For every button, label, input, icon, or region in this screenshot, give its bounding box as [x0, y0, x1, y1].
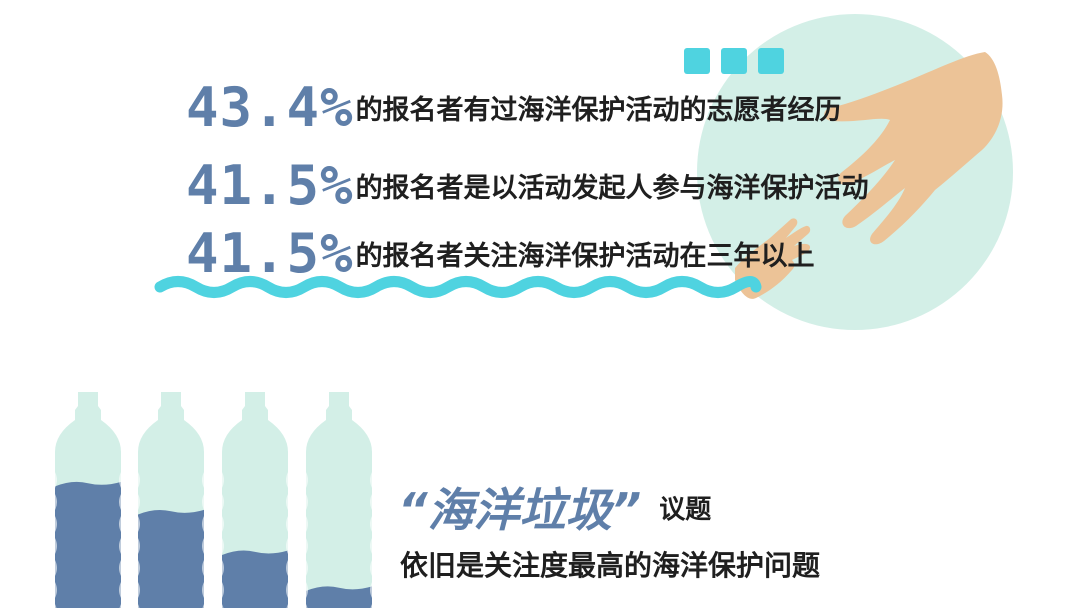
wave-decoration — [154, 276, 762, 298]
bottle-rib — [306, 538, 308, 554]
bottle-rib — [370, 472, 372, 488]
stat-text: 的报名者是以活动发起人参与海洋保护活动 — [355, 173, 869, 204]
bottle-rib — [202, 604, 204, 608]
bottle-icon — [138, 392, 204, 608]
stat-text: 的报名者有过海洋保护活动的志愿者经历 — [355, 95, 842, 126]
bottle-rib — [55, 494, 57, 510]
bottle-rib — [202, 494, 204, 510]
bottle-rib — [119, 494, 121, 510]
bottle-rib — [286, 604, 288, 608]
stat-row-3: 41.5%的报名者关注海洋保护活动在三年以上 — [186, 222, 815, 285]
bottle-rib — [222, 472, 224, 488]
bottle-icon — [55, 392, 121, 608]
highlight-suffix: 议题 — [659, 494, 712, 525]
bottle-icon — [306, 392, 372, 608]
bottle-rib — [138, 538, 140, 554]
stat-percent: 41.5% — [186, 154, 354, 217]
highlight-title-line: “海洋垃圾” 议题 — [398, 474, 711, 540]
bottle-body — [306, 392, 372, 608]
bottle-rib — [202, 582, 204, 598]
bottle-rib — [370, 516, 372, 532]
bottle-rib — [55, 560, 57, 576]
bottle-rib — [55, 582, 57, 598]
stat-row-1: 43.4%的报名者有过海洋保护活动的志愿者经历 — [186, 76, 842, 139]
bottle-rib — [286, 472, 288, 488]
bottle-icon — [222, 392, 288, 608]
bottle-rib — [55, 604, 57, 608]
bottle-rib — [286, 494, 288, 510]
bottle-rib — [306, 472, 308, 488]
bottle-rib — [222, 494, 224, 510]
bottle-rib — [119, 582, 121, 598]
bottle-fill — [55, 481, 121, 608]
highlight-title: “海洋垃圾” — [398, 483, 642, 537]
bottle-rib — [138, 494, 140, 510]
bottle-rib — [370, 582, 372, 598]
bottle-rib — [119, 538, 121, 554]
dots-decoration — [684, 48, 784, 74]
bottle-rib — [306, 582, 308, 598]
bottle-rib — [222, 516, 224, 532]
bottle-rib — [138, 560, 140, 576]
bottle-rib — [138, 472, 140, 488]
bottle-rib — [370, 560, 372, 576]
bottle-rib — [119, 604, 121, 608]
bottle-fill — [222, 549, 288, 608]
bottle-rib — [55, 516, 57, 532]
bottle-rib — [222, 582, 224, 598]
bottle-rib — [202, 516, 204, 532]
bottle-rib — [138, 604, 140, 608]
bottle-rib — [306, 494, 308, 510]
bottle-rib — [286, 582, 288, 598]
stat-percent: 41.5% — [186, 222, 354, 285]
bottle-rib — [138, 516, 140, 532]
bottle-rib — [306, 560, 308, 576]
bottle-rib — [286, 560, 288, 576]
bottle-rib — [55, 472, 57, 488]
stat-percent: 43.4% — [186, 76, 354, 139]
bottle-rib — [202, 472, 204, 488]
bottle-rib — [370, 604, 372, 608]
bottle-rib — [370, 494, 372, 510]
bottle-rib — [202, 560, 204, 576]
adult-hand-icon — [824, 52, 1003, 245]
bottle-rib — [222, 604, 224, 608]
stat-row-2: 41.5%的报名者是以活动发起人参与海洋保护活动 — [186, 154, 869, 217]
bottle-rib — [306, 604, 308, 608]
stat-text: 的报名者关注海洋保护活动在三年以上 — [355, 241, 815, 272]
bottle-rib — [138, 582, 140, 598]
bottle-rib — [55, 538, 57, 554]
bottle-rib — [119, 560, 121, 576]
bottle-rib — [119, 472, 121, 488]
highlight-subtitle: 依旧是关注度最高的海洋保护问题 — [400, 549, 821, 582]
bottle-fill — [138, 509, 204, 608]
bottle-rib — [119, 516, 121, 532]
bottle-rib — [202, 538, 204, 554]
bottle-rib — [222, 560, 224, 576]
bottle-fill — [306, 585, 372, 608]
bottle-rib — [286, 538, 288, 554]
bottle-rib — [370, 538, 372, 554]
bottle-rib — [286, 516, 288, 532]
bottle-rib — [306, 516, 308, 532]
bottle-rib — [222, 538, 224, 554]
